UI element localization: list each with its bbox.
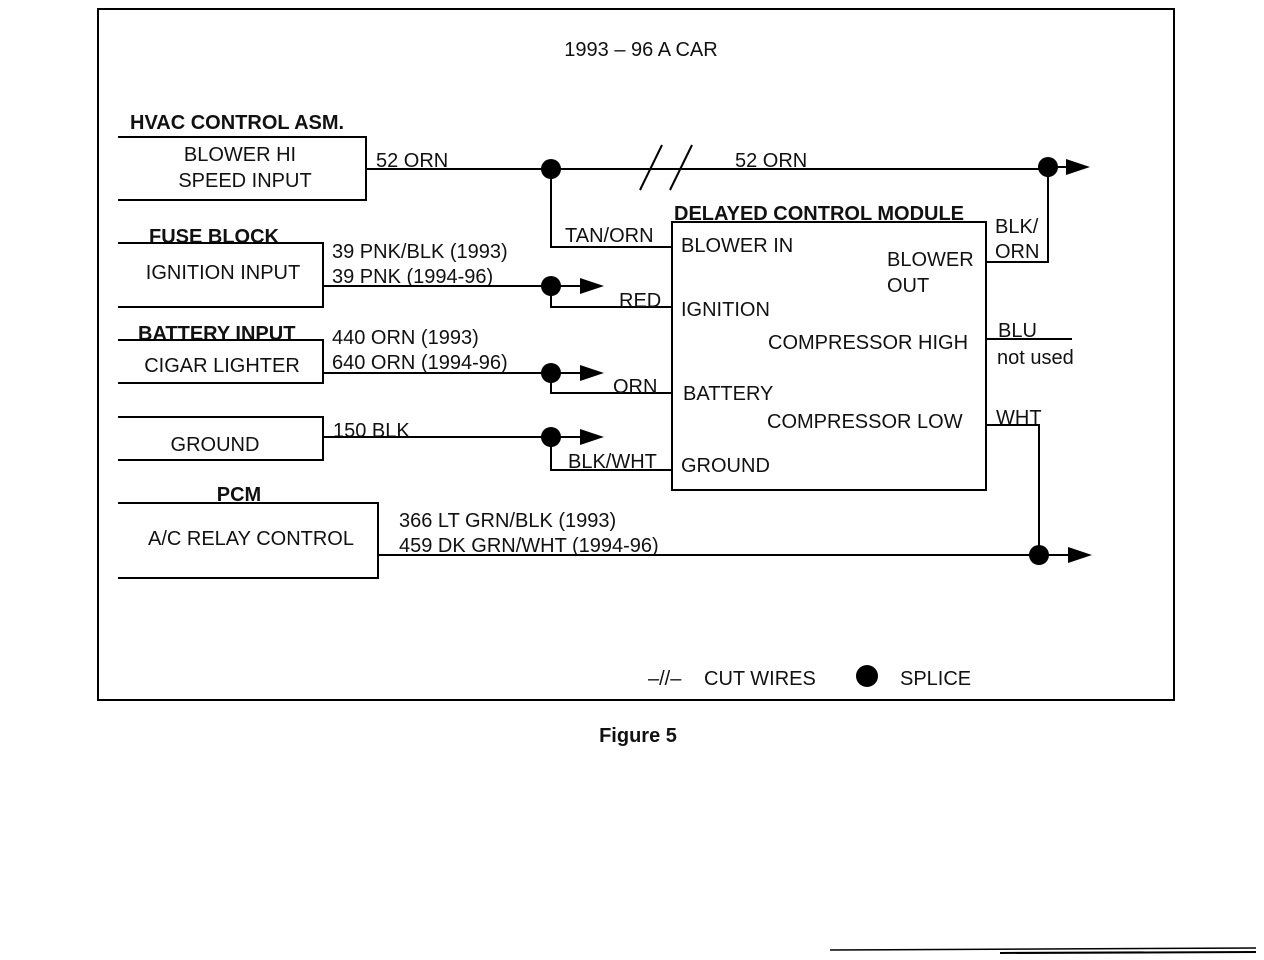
pin-battery: BATTERY xyxy=(683,383,773,405)
diagram-frame xyxy=(97,8,1175,701)
pin-ground: GROUND xyxy=(681,455,770,477)
wire-label-52orn-left: 52 ORN xyxy=(376,150,448,172)
arrow-ground xyxy=(580,429,604,445)
legend-splice-icon xyxy=(856,665,878,687)
legend-splice-label: SPLICE xyxy=(900,668,971,690)
arrow-blower-out xyxy=(1066,159,1090,175)
wire-label-blk-orn-1: BLK/ xyxy=(995,216,1039,238)
wire-label-blk-wht: BLK/WHT xyxy=(568,451,657,473)
battery-header: BATTERY INPUT xyxy=(138,323,295,345)
wire-label-640-orn: 640 ORN (1994-96) xyxy=(332,352,508,374)
wire-label-tan-orn: TAN/ORN xyxy=(565,225,654,247)
wire-label-red: RED xyxy=(619,290,661,312)
ground-label: GROUND xyxy=(171,434,260,456)
wire-wht xyxy=(986,424,1040,555)
pin-blower-in: BLOWER IN xyxy=(681,235,793,257)
wire-label-wht: WHT xyxy=(996,407,1042,429)
wire-label-orn: ORN xyxy=(613,376,657,398)
arrow-ignition xyxy=(580,278,604,294)
fuse-header: FUSE BLOCK xyxy=(149,226,280,248)
wire-label-39-pnk: 39 PNK (1994-96) xyxy=(332,266,493,288)
pcm-box xyxy=(118,502,379,579)
module-box xyxy=(671,221,987,491)
wire-tan-orn xyxy=(550,169,672,248)
module-title: DELAYED CONTROL MODULE xyxy=(674,203,964,225)
figure-caption: Figure 5 xyxy=(599,725,677,747)
hvac-label-line1: BLOWER HI xyxy=(184,144,296,166)
wire-red xyxy=(550,286,672,308)
legend-cut-symbol: –//– xyxy=(648,668,682,690)
wire-label-not-used: not used xyxy=(997,347,1074,369)
scan-edge-line xyxy=(829,947,1257,951)
wire-label-459: 459 DK GRN/WHT (1994-96) xyxy=(399,535,659,557)
fuse-label: IGNITION INPUT xyxy=(146,262,300,284)
wire-label-150-blk: 150 BLK xyxy=(333,420,410,442)
wire-blk-wht xyxy=(550,437,672,471)
ground-box xyxy=(118,416,324,461)
cut-mark-2 xyxy=(669,144,693,191)
battery-box xyxy=(118,339,324,384)
pin-ignition: IGNITION xyxy=(681,299,770,321)
wire-orn xyxy=(550,373,672,394)
pcm-label: A/C RELAY CONTROL xyxy=(148,528,354,550)
pin-blower-out-line1: BLOWER xyxy=(887,249,974,271)
diagram-title: 1993 – 96 A CAR xyxy=(564,39,717,61)
wire-label-blk-orn-2: ORN xyxy=(995,241,1039,263)
pin-blower-out-line2: OUT xyxy=(887,275,929,297)
hvac-header: HVAC CONTROL ASM. xyxy=(130,112,344,134)
cut-mark-1 xyxy=(639,144,663,191)
pcm-header: PCM xyxy=(217,484,261,506)
wire-label-39-pnkblk: 39 PNK/BLK (1993) xyxy=(332,241,508,263)
hvac-label-line2: SPEED INPUT xyxy=(178,170,311,192)
pin-compressor-low: COMPRESSOR LOW xyxy=(767,411,963,433)
battery-label: CIGAR LIGHTER xyxy=(144,355,300,377)
wire-label-440-orn: 440 ORN (1993) xyxy=(332,327,479,349)
wire-label-366: 366 LT GRN/BLK (1993) xyxy=(399,510,616,532)
wire-blk-orn xyxy=(986,167,1049,263)
fuse-box xyxy=(118,242,324,308)
wire-label-blu: BLU xyxy=(998,320,1037,342)
arrow-battery xyxy=(580,365,604,381)
legend-cut-label: CUT WIRES xyxy=(704,668,816,690)
wire-label-52orn-right: 52 ORN xyxy=(735,150,807,172)
arrow-pcm xyxy=(1068,547,1092,563)
pin-compressor-high: COMPRESSOR HIGH xyxy=(768,332,968,354)
